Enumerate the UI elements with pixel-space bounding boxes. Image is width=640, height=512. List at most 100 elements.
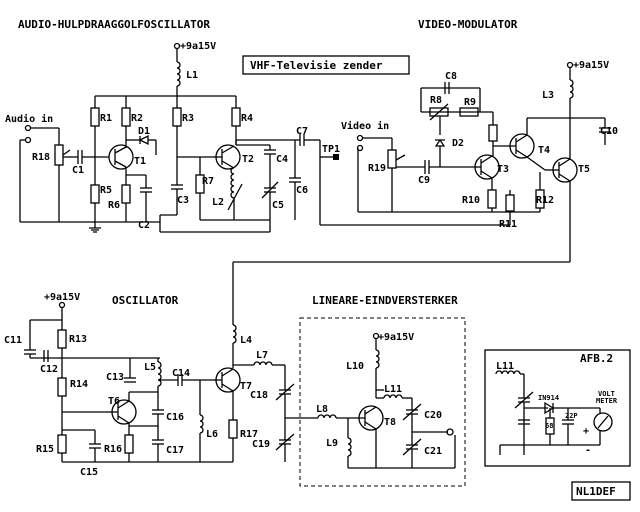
supply-terminal-1 xyxy=(173,42,181,50)
resistor-R15 xyxy=(57,434,67,454)
label-T2: T2 xyxy=(242,154,254,165)
title-box-vhf xyxy=(242,55,410,75)
label-C11: C11 xyxy=(4,335,22,346)
inductor-L11 xyxy=(383,394,403,399)
label-R17: R17 xyxy=(240,429,258,440)
inductor-L7 xyxy=(253,361,273,366)
afb2-title: AFB.2 xyxy=(580,352,613,365)
inductor-L3 xyxy=(569,79,574,99)
supply-label-4: +9a15V xyxy=(378,332,414,343)
potentiometer-R19 xyxy=(387,149,397,169)
audio-in-terminal[interactable] xyxy=(24,124,32,132)
label-R4: R4 xyxy=(241,113,253,124)
resistor-R17 xyxy=(228,419,238,439)
inductor-L4 xyxy=(232,324,237,344)
label-C9: C9 xyxy=(418,175,430,186)
linear-amp-box xyxy=(299,317,466,487)
label-R14: R14 xyxy=(70,379,88,390)
afb-cap-label: 22P xyxy=(565,412,578,420)
label-C19: C19 xyxy=(252,439,270,450)
label-C13: C13 xyxy=(106,372,124,383)
label-L8: L8 xyxy=(316,404,328,415)
resistor-R9b xyxy=(488,124,498,142)
resistor-R11 xyxy=(505,194,515,212)
label-R13: R13 xyxy=(69,334,87,345)
title-video-mod: VIDEO-MODULATOR xyxy=(418,18,518,31)
label-T6: T6 xyxy=(108,396,120,407)
afb2-box xyxy=(484,349,631,467)
label-C8: C8 xyxy=(445,71,457,82)
audio-in-label: Audio in xyxy=(5,113,53,125)
label-T5: T5 xyxy=(578,164,590,175)
supply-label-1: +9a15V xyxy=(180,41,216,52)
inductor-L10 xyxy=(375,349,380,369)
inductor-L6 xyxy=(199,414,204,434)
label-L9: L9 xyxy=(326,438,338,449)
supply-label-3: +9a15V xyxy=(44,292,80,303)
resistor-R1 xyxy=(90,107,100,127)
label-R7: R7 xyxy=(202,176,214,187)
resistor-R3 xyxy=(172,107,182,127)
title-oscillator: OSCILLATOR xyxy=(112,294,179,307)
label-R16: R16 xyxy=(104,444,122,455)
label-C5: C5 xyxy=(272,200,284,211)
voltmeter-label-1: VOLT xyxy=(598,390,615,398)
label-R6: R6 xyxy=(108,200,120,211)
label-R5: R5 xyxy=(100,185,112,196)
label-R8: R8 xyxy=(430,95,442,106)
resistor-R8 xyxy=(429,107,449,117)
label-C18: C18 xyxy=(250,390,268,401)
label-L5: L5 xyxy=(144,362,156,373)
resistor-R5 xyxy=(90,184,100,204)
label-C20: C20 xyxy=(424,410,442,421)
transistor-T8 xyxy=(358,405,384,431)
label-TP1: TP1 xyxy=(322,144,340,155)
resistor-R14 xyxy=(57,377,67,397)
label-C3: C3 xyxy=(177,195,189,206)
label-R19: R19 xyxy=(368,163,386,174)
inductor-L5 xyxy=(157,361,162,387)
antenna-output[interactable] xyxy=(446,428,454,436)
supply-terminal-3 xyxy=(58,301,66,309)
diode-D2 xyxy=(434,138,446,147)
resistor-R6 xyxy=(121,184,131,204)
label-C21: C21 xyxy=(424,446,442,457)
afb-plus: + xyxy=(583,426,589,437)
label-C14: C14 xyxy=(172,368,190,379)
label-T7: T7 xyxy=(240,381,252,392)
afb-diode-label: IN914 xyxy=(538,394,559,402)
label-R12: R12 xyxy=(536,195,554,206)
resistor-R4 xyxy=(231,107,241,127)
title-vhf: VHF-Televisie zender xyxy=(250,59,383,72)
inductor-L8 xyxy=(317,414,337,419)
ground-symbol xyxy=(89,227,101,233)
resistor-R10 xyxy=(487,189,497,209)
label-C17: C17 xyxy=(166,445,184,456)
audio-gnd-terminal[interactable] xyxy=(24,136,32,144)
label-C4: C4 xyxy=(276,154,288,165)
label-C16: C16 xyxy=(166,412,184,423)
supply-terminal-2 xyxy=(566,61,574,69)
label-L11: L11 xyxy=(384,384,402,395)
signature: NL1DEF xyxy=(576,485,616,498)
afb-coil-label: L11 xyxy=(496,361,514,372)
label-L4: L4 xyxy=(240,335,252,346)
label-L7: L7 xyxy=(256,350,268,361)
label-L2: L2 xyxy=(212,197,224,208)
afb-minus: - xyxy=(585,445,591,456)
label-C7: C7 xyxy=(296,126,308,137)
transistor-T7 xyxy=(215,367,241,393)
video-in-terminal[interactable] xyxy=(356,134,364,142)
label-T8: T8 xyxy=(384,417,396,428)
label-T1: T1 xyxy=(134,156,146,167)
label-R10: R10 xyxy=(462,195,480,206)
testpoint-TP1[interactable] xyxy=(333,154,339,160)
label-R3: R3 xyxy=(182,113,194,124)
inductor-L1 xyxy=(176,61,181,87)
supply-terminal-4 xyxy=(372,332,380,340)
transistor-T6 xyxy=(111,399,137,425)
label-R18: R18 xyxy=(32,152,50,163)
label-R1: R1 xyxy=(100,113,112,124)
